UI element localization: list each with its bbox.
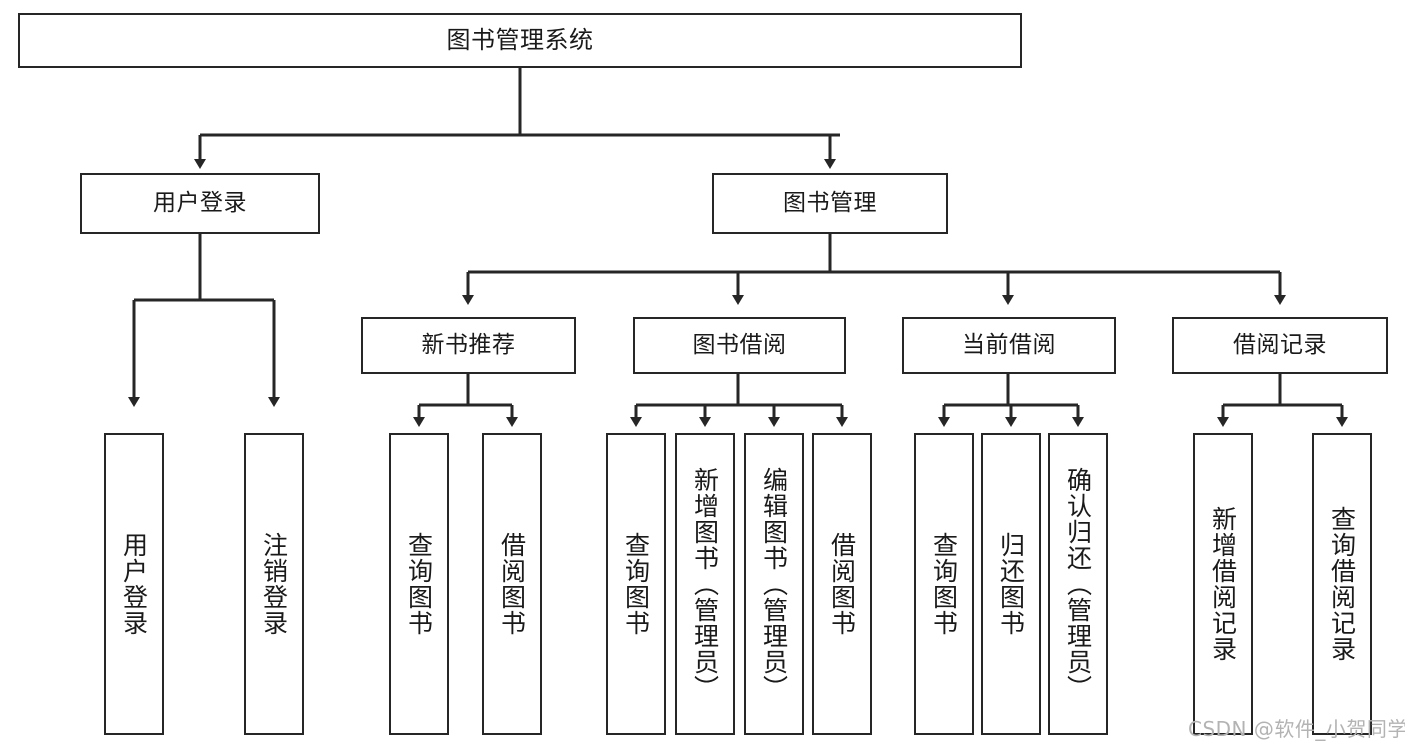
leaf-add-book-admin[interactable]: 新增图书（管理员） [675,433,735,735]
node-label: 查询图书 [929,532,959,636]
node-user-login[interactable]: 用户登录 [80,173,320,234]
node-label: 注销登录 [259,532,289,636]
node-label: 用户登录 [119,532,149,636]
leaf-edit-book-admin[interactable]: 编辑图书（管理员） [744,433,804,735]
leaf-confirm-return-admin[interactable]: 确认归还（管理员） [1048,433,1108,735]
node-label: 新书推荐 [421,332,516,359]
node-label: 借阅图书 [827,532,857,636]
node-label: 新增图书（管理员） [690,467,720,701]
leaf-user-login[interactable]: 用户登录 [104,433,164,735]
node-label: 查询图书 [404,532,434,636]
node-label: 用户登录 [153,190,247,217]
node-borrow-record[interactable]: 借阅记录 [1172,317,1388,374]
node-label: 编辑图书（管理员） [759,467,789,701]
node-label: 确认归还（管理员） [1063,467,1093,701]
leaf-query-book-borrow[interactable]: 查询图书 [606,433,666,735]
leaf-logout[interactable]: 注销登录 [244,433,304,735]
node-label: 图书管理 [783,190,877,217]
leaf-borrow-book-recommend[interactable]: 借阅图书 [482,433,542,735]
leaf-borrow-book[interactable]: 借阅图书 [812,433,872,735]
leaf-add-borrow-record[interactable]: 新增借阅记录 [1193,433,1253,735]
node-label: 查询借阅记录 [1327,506,1357,662]
node-label: 图书管理系统 [446,25,594,54]
watermark-text: CSDN @软件_小贺同学 [1188,717,1405,741]
node-new-book-recommend[interactable]: 新书推荐 [361,317,576,374]
leaf-query-borrow-record[interactable]: 查询借阅记录 [1312,433,1372,735]
node-book-borrow[interactable]: 图书借阅 [633,317,846,374]
node-current-borrow[interactable]: 当前借阅 [902,317,1116,374]
leaf-query-book-current[interactable]: 查询图书 [914,433,974,735]
node-label: 新增借阅记录 [1208,506,1238,662]
leaf-query-book-recommend[interactable]: 查询图书 [389,433,449,735]
node-root-system[interactable]: 图书管理系统 [18,13,1022,68]
node-label: 查询图书 [621,532,651,636]
node-label: 归还图书 [996,532,1026,636]
node-label: 借阅记录 [1233,332,1327,359]
leaf-return-book[interactable]: 归还图书 [981,433,1041,735]
node-book-management[interactable]: 图书管理 [712,173,948,234]
node-label: 图书借阅 [692,332,787,359]
node-label: 借阅图书 [497,532,527,636]
node-label: 当前借阅 [962,332,1056,359]
